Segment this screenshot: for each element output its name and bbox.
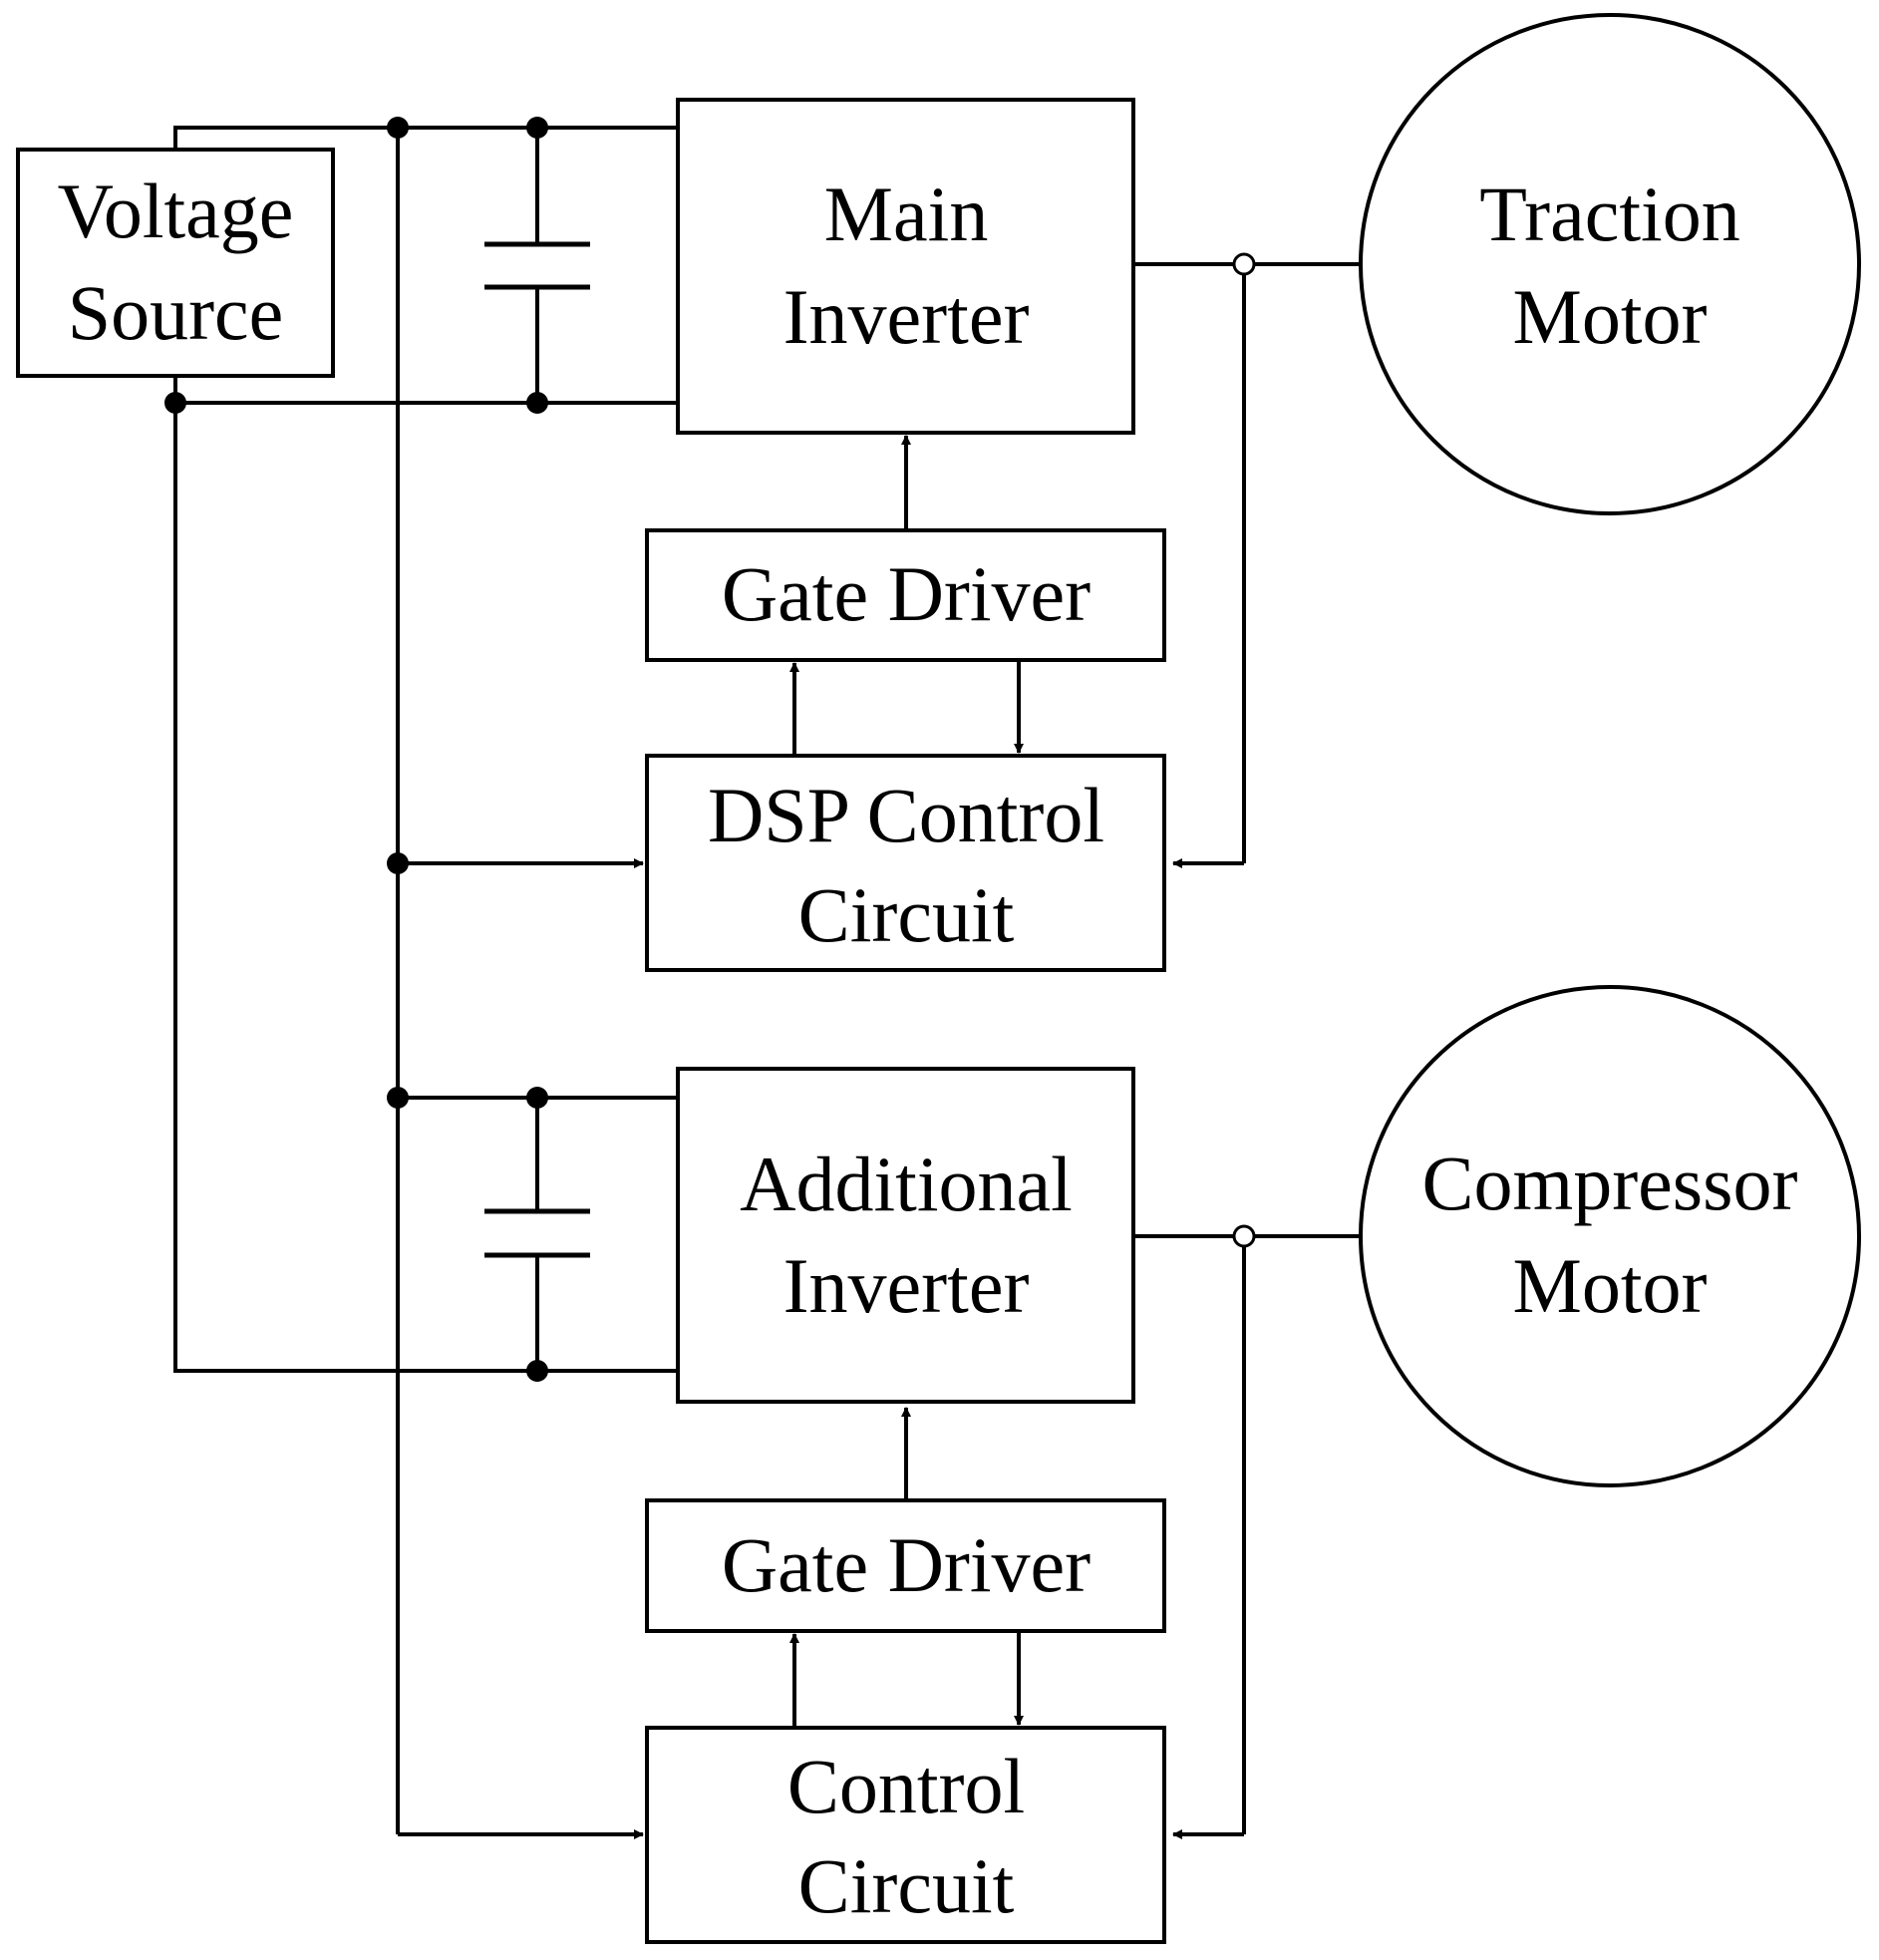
dsp-control-label-line1: DSP Control: [708, 772, 1104, 858]
gate-driver-top-block: Gate Driver: [645, 528, 1166, 662]
main-inverter-label-line1: Main: [824, 170, 989, 257]
additional-inverter-block: Additional Inverter: [676, 1067, 1135, 1404]
gate-driver-top-label: Gate Driver: [722, 550, 1091, 637]
additional-inverter-label-line2: Inverter: [783, 1242, 1030, 1329]
voltage-source-label-line2: Source: [68, 269, 284, 356]
dc-negative-bus-top: [173, 376, 678, 1373]
control-circuit-label-line1: Control: [787, 1743, 1025, 1829]
junction-node: [526, 392, 548, 414]
junction-node: [164, 392, 186, 414]
gate-driver-bottom-block: Gate Driver: [645, 1498, 1166, 1633]
capacitor-additional: [484, 1208, 590, 1258]
traction-motor-block: Traction Motor: [1359, 13, 1861, 515]
dsp-control-label-line2: Circuit: [798, 871, 1015, 958]
current-sense-tap-compressor: [1232, 1224, 1256, 1248]
traction-motor-label-line1: Traction: [1479, 170, 1739, 257]
gate-driver-bottom-label: Gate Driver: [722, 1521, 1091, 1608]
dsp-control-circuit-block: DSP Control Circuit: [645, 754, 1166, 972]
control-circuit-label-line2: Circuit: [798, 1842, 1015, 1929]
junction-node: [387, 852, 409, 874]
control-circuit-block: Control Circuit: [645, 1726, 1166, 1944]
junction-node: [387, 1087, 409, 1109]
compressor-motor-block: Compressor Motor: [1359, 985, 1861, 1487]
voltage-source-block: Voltage Source: [16, 148, 335, 378]
current-sense-tap-traction: [1232, 252, 1256, 276]
voltage-source-label-line1: Voltage: [58, 167, 294, 254]
compressor-motor-label-line2: Motor: [1513, 1242, 1708, 1329]
main-inverter-block: Main Inverter: [676, 98, 1135, 435]
junction-node: [526, 1087, 548, 1109]
junction-node: [526, 1360, 548, 1382]
capacitor-main: [484, 241, 590, 290]
main-inverter-label-line2: Inverter: [783, 273, 1030, 360]
dc-positive-bus-top: [173, 126, 678, 150]
additional-inverter-label-line1: Additional: [740, 1141, 1073, 1227]
junction-nodes: [164, 117, 1256, 1382]
compressor-motor-label-line1: Compressor: [1422, 1140, 1798, 1226]
junction-node: [526, 117, 548, 139]
junction-node: [387, 117, 409, 139]
traction-motor-label-line2: Motor: [1513, 273, 1708, 360]
